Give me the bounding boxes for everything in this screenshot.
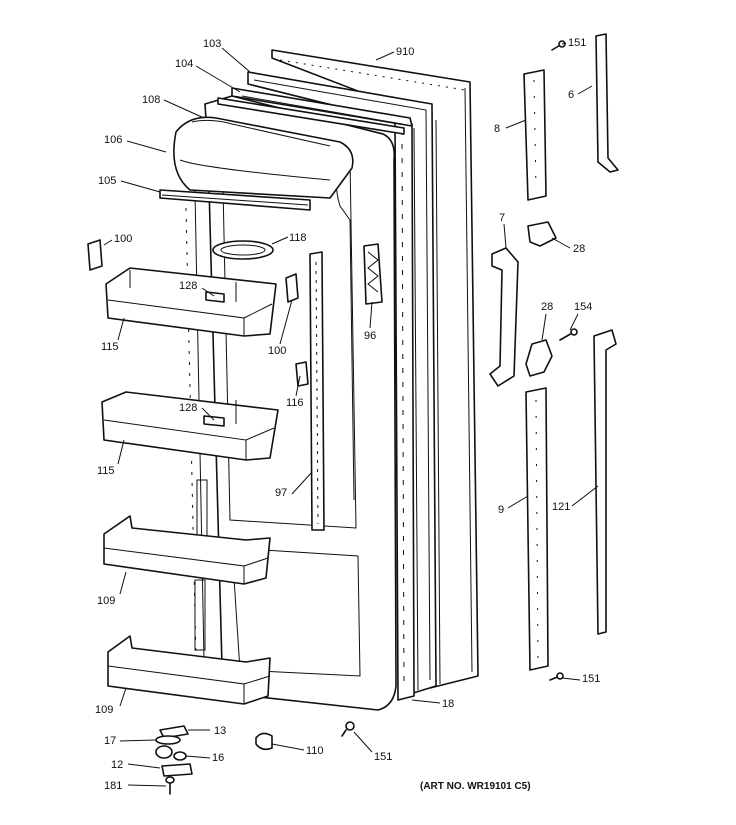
callout-105: 105 [98,175,116,187]
oval-handle [212,240,274,260]
art-number: (ART NO. WR19101 C5) [420,781,531,792]
callout-104: 104 [175,58,193,70]
callout-28-upper: 28 [573,243,585,255]
callout-96: 96 [364,330,376,342]
callout-121: 121 [552,501,570,513]
callout-13: 13 [214,725,226,737]
hinge-bracket-28-lower [525,339,553,377]
callout-151-bottom: 151 [374,751,392,763]
callout-8: 8 [494,123,500,135]
hinge-bracket-28-upper [527,221,557,247]
bin-clip [87,239,299,303]
door-bin-upper [105,267,277,337]
frame-rails [217,87,413,135]
callout-28-lower: 28 [541,301,553,313]
callout-115-lower: 115 [97,465,115,477]
callout-151-top: 151 [568,37,586,49]
breaker-strip [394,119,415,701]
callout-6: 6 [568,89,574,101]
callout-12: 12 [111,759,123,771]
callout-109-upper: 109 [97,595,115,607]
spring [363,243,383,305]
callout-108: 108 [142,94,160,106]
callout-154: 154 [574,301,592,313]
door-bin-lower-1 [103,515,271,585]
knob [295,361,309,387]
callout-100-upper: 100 [114,233,132,245]
callout-16: 16 [212,752,224,764]
callout-17: 17 [104,735,116,747]
callout-115-upper: 115 [101,341,119,353]
callout-128-upper: 128 [179,280,197,292]
screw-151-bottom [341,721,355,737]
callout-9: 9 [498,504,504,516]
screw-151-top [551,40,566,51]
callout-118: 118 [289,232,307,244]
callout-109-lower: 109 [95,704,113,716]
callout-103: 103 [203,38,221,50]
leader-lines [103,42,599,787]
door-handle-7 [489,247,519,387]
dispenser-cover [159,116,354,211]
callout-97: 97 [275,487,287,499]
trim-strip-121 [593,329,617,635]
trim-strip-6 [595,33,619,173]
handle-cap-9 [525,387,549,671]
callout-910: 910 [396,46,414,58]
dispenser-rail [309,251,325,531]
callout-128-lower: 128 [179,402,197,414]
callout-7: 7 [499,212,505,224]
door-bin-lower-2 [107,635,271,705]
hinge-hardware [155,725,193,795]
handle-cap-8 [523,69,547,201]
cam-part [255,732,273,751]
callout-110: 110 [306,745,324,757]
outer-door-panel [271,49,479,689]
callout-100-lower: 100 [268,345,286,357]
callout-116: 116 [286,397,304,409]
callout-106: 106 [104,134,122,146]
callout-labels: 103 104 108 106 105 100 118 128 100 115 … [95,37,600,792]
screw-154 [559,328,578,341]
callout-151-right: 151 [582,673,600,685]
door-bin-middle [101,391,279,461]
callout-181: 181 [104,780,122,792]
callout-18: 18 [442,698,454,710]
screw-151-right [549,672,564,681]
